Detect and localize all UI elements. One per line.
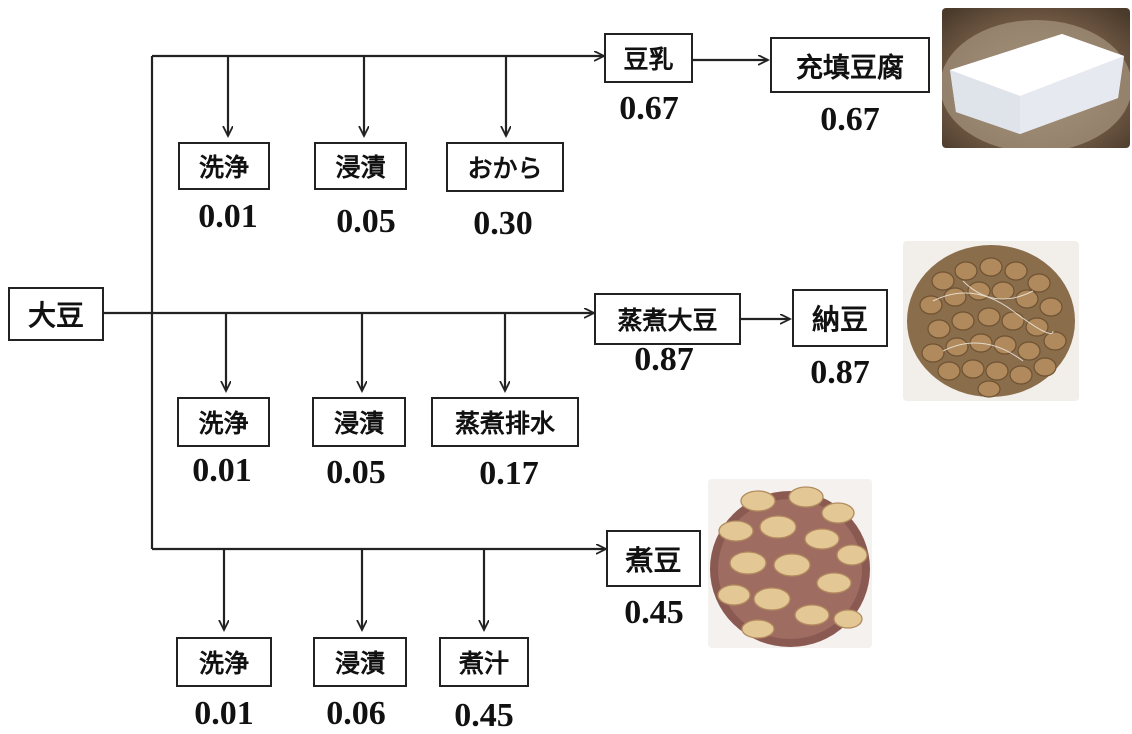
natto-box: 納豆 <box>792 289 888 347</box>
soak-value-1: 0.05 <box>336 203 396 240</box>
tofu-value: 0.67 <box>820 101 880 138</box>
okara-value: 0.30 <box>473 205 533 242</box>
soak-box-1: 浸漬 <box>314 142 407 190</box>
tofu-box: 充填豆腐 <box>770 37 930 93</box>
steam-drain-box: 蒸煮排水 <box>431 397 579 447</box>
wash-value-3: 0.01 <box>194 695 254 732</box>
steamed-soybean-box: 蒸煮大豆 <box>594 293 741 345</box>
soak-box-3: 浸漬 <box>313 637 407 687</box>
soybean-source-box: 大豆 <box>8 287 104 341</box>
boiled-beans-photo <box>708 479 872 648</box>
broth-box: 煮汁 <box>439 637 529 687</box>
wash-value-1: 0.01 <box>198 198 258 235</box>
boiled-beans-value: 0.45 <box>624 594 684 631</box>
soak-value-2: 0.05 <box>326 454 386 491</box>
wash-box-3: 洗浄 <box>176 637 272 687</box>
steamed-soybean-value: 0.87 <box>634 341 694 378</box>
broth-value: 0.45 <box>454 697 514 734</box>
soak-value-3: 0.06 <box>326 695 386 732</box>
natto-photo <box>903 241 1079 401</box>
natto-value: 0.87 <box>810 354 870 391</box>
wash-box-2: 洗浄 <box>177 397 270 447</box>
steam-drain-value: 0.17 <box>479 455 539 492</box>
boiled-beans-box: 煮豆 <box>606 530 701 587</box>
soymilk-box: 豆乳 <box>604 33 693 83</box>
soymilk-value: 0.67 <box>619 90 679 127</box>
wash-box-1: 洗浄 <box>178 142 270 190</box>
okara-box: おから <box>446 142 564 192</box>
tofu-photo <box>942 8 1130 148</box>
wash-value-2: 0.01 <box>192 452 252 489</box>
soak-box-2: 浸漬 <box>312 397 406 447</box>
